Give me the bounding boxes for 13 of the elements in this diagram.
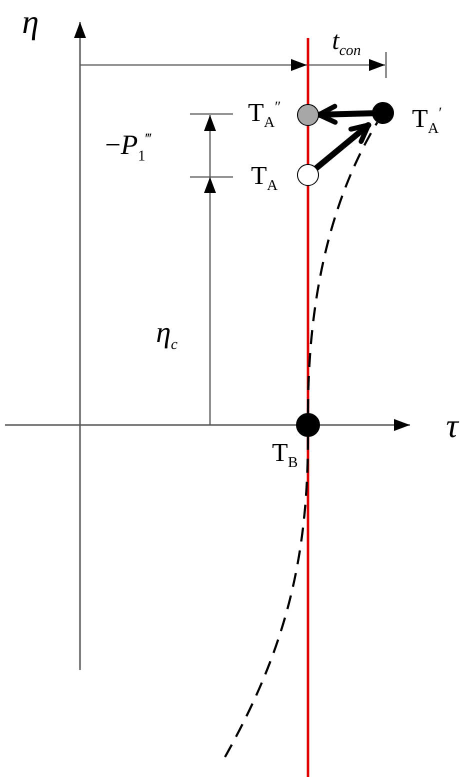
axis-label: τ bbox=[446, 410, 458, 444]
point-label: T$_{A}$ bbox=[251, 163, 278, 194]
arrow bbox=[313, 122, 372, 171]
dashed-curve bbox=[306, 122, 378, 414]
point-label: T$_{B}$ bbox=[272, 440, 298, 472]
dimension-label: t$_{con}$ bbox=[332, 28, 361, 60]
dimension-label: η$_{c}$ bbox=[156, 318, 178, 353]
dashed-curve bbox=[224, 436, 310, 758]
point-marker bbox=[297, 104, 319, 126]
point-marker bbox=[296, 413, 320, 437]
point-marker bbox=[297, 164, 319, 186]
axis-label: η bbox=[22, 6, 39, 40]
point-marker bbox=[372, 102, 394, 124]
